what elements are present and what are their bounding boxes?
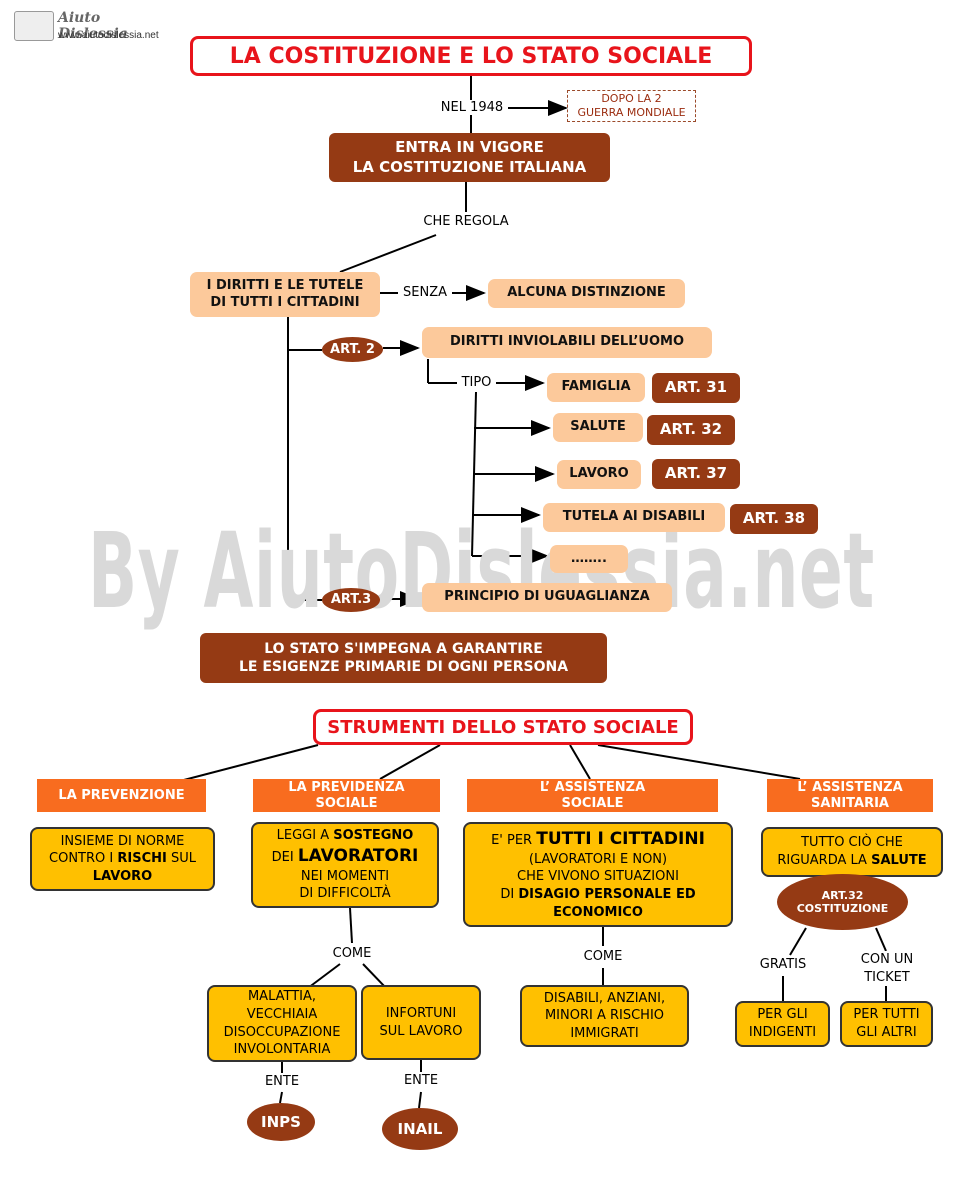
assistenza-sociale-header-line-1: L’ ASSISTENZA [539,779,646,795]
box-disabili-anziani: DISABILI, ANZIANI, MINORI A RISCHIO IMMI… [520,985,689,1047]
label-tipo: TIPO [457,375,496,390]
label-come-assistenza: COME [578,949,628,964]
sanitaria-line-2: RIGUARDA LA SALUTE [777,853,927,868]
watermark: By AiutoDislessia.net [88,510,875,632]
label-con-un-ticket: CON UN TICKET [852,951,922,987]
label-ente-inps: ENTE [260,1074,304,1089]
box-infortuni: INFORTUNI SUL LAVORO [361,985,481,1060]
prevenzione-line-2: CONTRO I RISCHI SUL [49,851,196,867]
assistenza-sociale-line-1: E' PER TUTTI I CITTADINI [491,828,705,849]
box-alcuna-distinzione: ALCUNA DISTINZIONE [488,279,685,308]
impegno-line-1: LO STATO S'IMPEGNA A GARANTIRE [264,640,543,657]
box-previdenza: LEGGI A SOSTEGNO DEI LAVORATORI NEI MOME… [251,822,439,908]
label-che-regola: CHE REGOLA [416,214,516,229]
oval-art-2: ART. 2 [322,337,383,362]
diritti-line-2: DI TUTTI I CITTADINI [210,294,360,310]
infortuni-line-2: SUL LAVORO [379,1023,463,1039]
malattia-line-3: DISOCCUPAZIONE [223,1024,341,1040]
label-come-previdenza: COME [327,946,377,961]
box-assistenza-sanitaria: TUTTO CIÒ CHE RIGUARDA LA SALUTE [761,827,943,877]
oval-art-3: ART.3 [322,588,380,612]
diritti-line-1: I DIRITTI E LE TUTELE [206,277,364,293]
infortuni-line-1: INFORTUNI [385,1005,457,1021]
ticket-line-1: CON UN [860,952,914,967]
tutti-line-1: PER TUTTI [853,1007,920,1023]
box-malattia: MALATTIA, VECCHIAIA DISOCCUPAZIONE INVOL… [207,985,357,1062]
box-salute: SALUTE [553,413,643,442]
dopo-line-2: GUERRA MONDIALE [577,106,686,119]
logo-name: Aiuto Dislessia [58,10,128,42]
main-title: LA COSTITUZIONE E LO STATO SOCIALE [190,36,752,76]
box-tutela-disabili: TUTELA AI DISABILI [543,503,725,532]
oval-inps: INPS [247,1103,315,1141]
header-previdenza: LA PREVIDENZA SOCIALE [253,779,440,812]
book-icon [14,11,54,41]
label-ente-inail: ENTE [399,1073,443,1088]
assistenza-sociale-header-line-2: SOCIALE [561,795,624,811]
malattia-line-2: VECCHIAIA [246,1006,318,1022]
label-nel-1948: NEL 1948 [436,100,508,115]
assistenza-sociale-line-4: DI DISAGIO PERSONALE ED [500,886,696,902]
badge-art-38: ART. 38 [730,504,818,534]
assistenza-sociale-line-5: ECONOMICO [553,904,643,920]
sanitaria-line-1: TUTTO CIÒ CHE [801,835,903,851]
malattia-line-1: MALATTIA, [247,989,317,1005]
box-diritti-inviolabili: DIRITTI INVIOLABILI DELL’UOMO [422,327,712,358]
previdenza-line-1: LEGGI A SOSTEGNO [276,828,414,844]
box-impegno: LO STATO S'IMPEGNA A GARANTIRE LE ESIGEN… [200,633,607,683]
badge-art-32: ART. 32 [647,415,735,445]
box-costituzione: ENTRA IN VIGORE LA COSTITUZIONE ITALIANA [329,133,610,182]
costituzione-line-1: ENTRA IN VIGORE [395,138,544,156]
examples-line-1: DISABILI, ANZIANI, [543,990,666,1006]
previdenza-line-2: DEI LAVORATORI [271,845,419,866]
art32-line-2: COSTITUZIONE [796,902,889,915]
box-per-gli-indigenti: PER GLI INDIGENTI [735,1001,830,1047]
box-per-tutti-gli-altri: PER TUTTI GLI ALTRI [840,1001,933,1047]
badge-art-37: ART. 37 [652,459,740,489]
previdenza-header-line-1: LA PREVIDENZA [288,779,405,795]
dopo-line-1: DOPO LA 2 [601,92,662,106]
prevenzione-line-3: LAVORO [92,868,153,884]
prevenzione-line-1: INSIEME DI NORME [60,833,185,849]
sanitaria-header-line-2: SANITARIA [811,795,889,811]
badge-art-31: ART. 31 [652,373,740,403]
impegno-line-2: LE ESIGENZE PRIMARIE DI OGNI PERSONA [238,659,569,675]
assistenza-sociale-line-3: CHE VIVONO SITUAZIONI [517,869,679,885]
oval-art-32-costituzione: ART.32 COSTITUZIONE [777,874,908,930]
malattia-line-4: INVOLONTARIA [233,1042,331,1058]
label-gratis: GRATIS [752,957,814,972]
header-assistenza-sociale: L’ ASSISTENZA SOCIALE [467,779,718,812]
label-senza: SENZA [398,285,452,300]
box-assistenza-sociale: E' PER TUTTI I CITTADINI (LAVORATORI E N… [463,822,733,927]
box-diritti: I DIRITTI E LE TUTELE DI TUTTI I CITTADI… [190,272,380,317]
sanitaria-header-line-1: L’ ASSISTENZA [797,779,903,795]
indigenti-line-2: INDIGENTI [748,1025,817,1040]
examples-line-3: IMMIGRATI [570,1025,639,1041]
box-ellipsis: …….. [550,545,628,573]
examples-line-2: MINORI A RISCHIO [544,1008,665,1024]
assistenza-sociale-line-2: (LAVORATORI E NON) [528,851,668,867]
previdenza-line-3: NEI MOMENTI [300,868,390,884]
oval-inail: INAIL [382,1108,458,1150]
ticket-line-2: TICKET [864,969,910,985]
box-prevenzione: INSIEME DI NORME CONTRO I RISCHI SUL LAV… [30,827,215,891]
costituzione-line-2: LA COSTITUZIONE ITALIANA [352,157,587,176]
tutti-line-2: GLI ALTRI [856,1025,917,1040]
indigenti-line-1: PER GLI [757,1007,808,1023]
logo-url: www.aiutodislessia.net [58,30,159,41]
box-famiglia: FAMIGLIA [547,373,645,402]
box-dopo-guerra: DOPO LA 2 GUERRA MONDIALE [567,90,696,122]
box-uguaglianza: PRINCIPIO DI UGUAGLIANZA [422,583,672,612]
header-assistenza-sanitaria: L’ ASSISTENZA SANITARIA [767,779,933,812]
box-lavoro: LAVORO [557,460,641,489]
previdenza-header-line-2: SOCIALE [315,795,378,811]
logo[interactable]: Aiuto Dislessia www.aiutodislessia.net [14,8,169,46]
previdenza-line-4: DI DIFFICOLTÀ [299,886,391,902]
art32-line-1: ART.32 [821,888,864,902]
header-prevenzione: LA PREVENZIONE [37,779,206,812]
section-title-strumenti: STRUMENTI DELLO STATO SOCIALE [313,709,693,745]
